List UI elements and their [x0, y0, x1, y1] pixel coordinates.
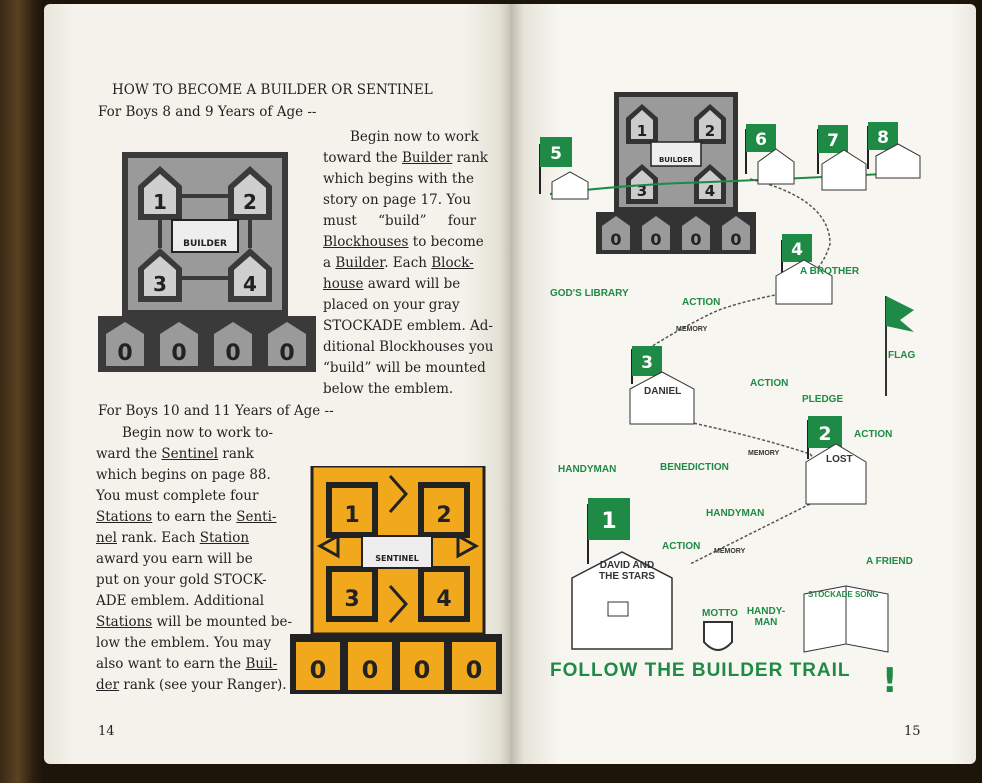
svg-text:2: 2 [818, 423, 831, 445]
label-daniel: DANIEL [644, 386, 682, 397]
sentinel-subheading: For Boys 10 and 11 Years of Age -- [98, 403, 334, 419]
label-pledge: PLEDGE [802, 394, 844, 405]
sentinel-number-1: 1 [344, 503, 359, 528]
svg-text:0: 0 [466, 656, 483, 684]
svg-text:0: 0 [310, 656, 327, 684]
flag-7: 7 [817, 125, 867, 191]
svg-text:0: 0 [171, 341, 186, 366]
songbook [803, 585, 889, 653]
svg-text:6: 6 [755, 130, 767, 150]
label-action-3: ACTION [854, 429, 893, 440]
svg-text:0: 0 [279, 341, 294, 366]
svg-text:4: 4 [705, 182, 715, 200]
label-handyman-2: HANDYMAN [706, 508, 765, 519]
blockhouse-1: 1 [138, 166, 182, 220]
label-gods-library: GOD'S LIBRARY [550, 288, 629, 299]
label-memory-2: MEMORY [748, 450, 780, 457]
motto-shield [703, 621, 733, 651]
station-1: 1 [326, 482, 378, 538]
svg-text:0: 0 [362, 656, 379, 684]
svg-text:5: 5 [550, 144, 562, 164]
svg-text:8: 8 [877, 128, 889, 148]
svg-text:0: 0 [650, 230, 661, 249]
station-3: 3 [326, 566, 378, 622]
flag-6: 6 [745, 124, 795, 185]
builder-plate: BUILDER [183, 239, 227, 249]
builder-trail-map: 5 6 7 8 [539, 122, 921, 701]
station-4: 4 [418, 566, 470, 622]
left-page: HOW TO BECOME A BUILDER OR SENTINEL For … [44, 4, 510, 764]
page-heading: HOW TO BECOME A BUILDER OR SENTINEL [112, 82, 433, 98]
svg-text:0: 0 [610, 230, 621, 249]
station-2: 2 [418, 482, 470, 538]
builder-stockade-emblem: 1 2 3 4 BUILDER [98, 152, 316, 372]
svg-text:3: 3 [637, 182, 647, 200]
flag-4: 4 [775, 234, 833, 305]
right-page: 1 2 3 4 BUILDER 0 0 0 0 5 [510, 4, 976, 764]
svg-text:0: 0 [225, 341, 240, 366]
label-handyman-3: HANDY- MAN [746, 606, 786, 628]
tall-flag [885, 296, 914, 396]
svg-text:1: 1 [601, 509, 616, 534]
label-handyman-1: HANDYMAN [558, 464, 617, 475]
label-motto: MOTTO [702, 608, 738, 619]
label-action-2: ACTION [750, 378, 789, 389]
label-memory-1: MEMORY [676, 326, 708, 333]
svg-text:BUILDER: BUILDER [659, 156, 694, 164]
page-number-left: 14 [98, 724, 115, 739]
svg-text:0: 0 [117, 341, 132, 366]
page-number-right: 15 [904, 724, 921, 739]
builder-number-4: 4 [243, 272, 257, 296]
flag-8: 8 [867, 122, 921, 179]
flag-2: 2 [805, 416, 867, 505]
svg-text:2: 2 [705, 122, 715, 140]
blockhouse-2: 2 [228, 166, 272, 220]
blockhouse-4: 4 [228, 248, 272, 302]
flag-3: 3 [629, 346, 695, 425]
exclamation-mark: ! [882, 661, 898, 701]
builder-extra-blockhouses: 0 0 0 0 [98, 316, 316, 372]
label-a-brother: A BROTHER [800, 266, 860, 277]
label-flag: FLAG [888, 350, 916, 361]
label-lost: LOST [826, 454, 853, 465]
flag-1: 1 [571, 498, 673, 650]
svg-text:4: 4 [791, 240, 803, 260]
svg-text:0: 0 [730, 230, 741, 249]
sentinel-stockade-emblem: 1 2 3 4 SENTINEL [290, 466, 502, 694]
label-benediction: BENEDICTION [660, 462, 729, 473]
label-memory-3: MEMORY [714, 548, 746, 555]
trail-builder-emblem: 1 2 3 4 BUILDER 0 0 0 0 [596, 92, 756, 254]
svg-text:3: 3 [641, 353, 653, 373]
builder-number-1: 1 [153, 190, 167, 214]
trail-title: FOLLOW THE BUILDER TRAIL [550, 660, 851, 681]
sentinel-plate: SENTINEL [375, 554, 419, 563]
label-action-4: ACTION [662, 541, 701, 552]
builder-subheading: For Boys 8 and 9 Years of Age -- [98, 104, 317, 120]
svg-text:0: 0 [414, 656, 431, 684]
builder-number-3: 3 [153, 272, 167, 296]
sentinel-number-2: 2 [436, 503, 451, 528]
svg-text:7: 7 [827, 131, 839, 151]
label-action-1: ACTION [682, 297, 721, 308]
sentinel-number-4: 4 [436, 587, 451, 612]
svg-text:1: 1 [637, 122, 647, 140]
flag-5: 5 [539, 137, 589, 200]
label-david-and-the-stars: DAVID AND THE STARS [599, 560, 655, 582]
label-a-friend: A FRIEND [866, 556, 913, 567]
sentinel-number-3: 3 [344, 587, 359, 612]
svg-text:0: 0 [690, 230, 701, 249]
blockhouse-3: 3 [138, 248, 182, 302]
builder-number-2: 2 [243, 190, 257, 214]
label-stockade-song: STOCKADE SONG [808, 590, 879, 599]
sentinel-extra-stations: 0 0 0 0 [290, 634, 502, 694]
